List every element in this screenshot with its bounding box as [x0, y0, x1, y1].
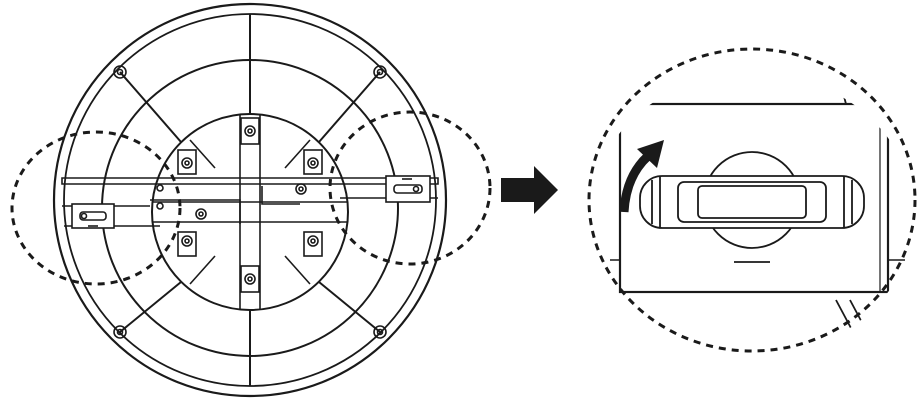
rotate-arrow-icon	[619, 140, 664, 213]
clip-plate	[618, 102, 890, 294]
fixture-back-view	[52, 2, 448, 398]
detail-circle-right	[328, 110, 492, 266]
zoom-circle	[587, 47, 917, 353]
zoom-detail-view	[587, 47, 917, 353]
detail-highlight-circles	[10, 110, 492, 286]
spring-clip-left	[71, 203, 115, 229]
clip-knob	[639, 151, 865, 263]
right-arrow-icon	[501, 166, 558, 214]
radial-spokes	[119, 14, 381, 386]
rim-holes	[113, 65, 387, 339]
detail-circle-left	[10, 130, 182, 286]
mounting-tabs	[177, 117, 323, 293]
inner-frame	[152, 114, 348, 310]
spring-clip-right	[385, 175, 431, 203]
center-screws	[156, 183, 307, 220]
outer-rim	[52, 2, 448, 398]
